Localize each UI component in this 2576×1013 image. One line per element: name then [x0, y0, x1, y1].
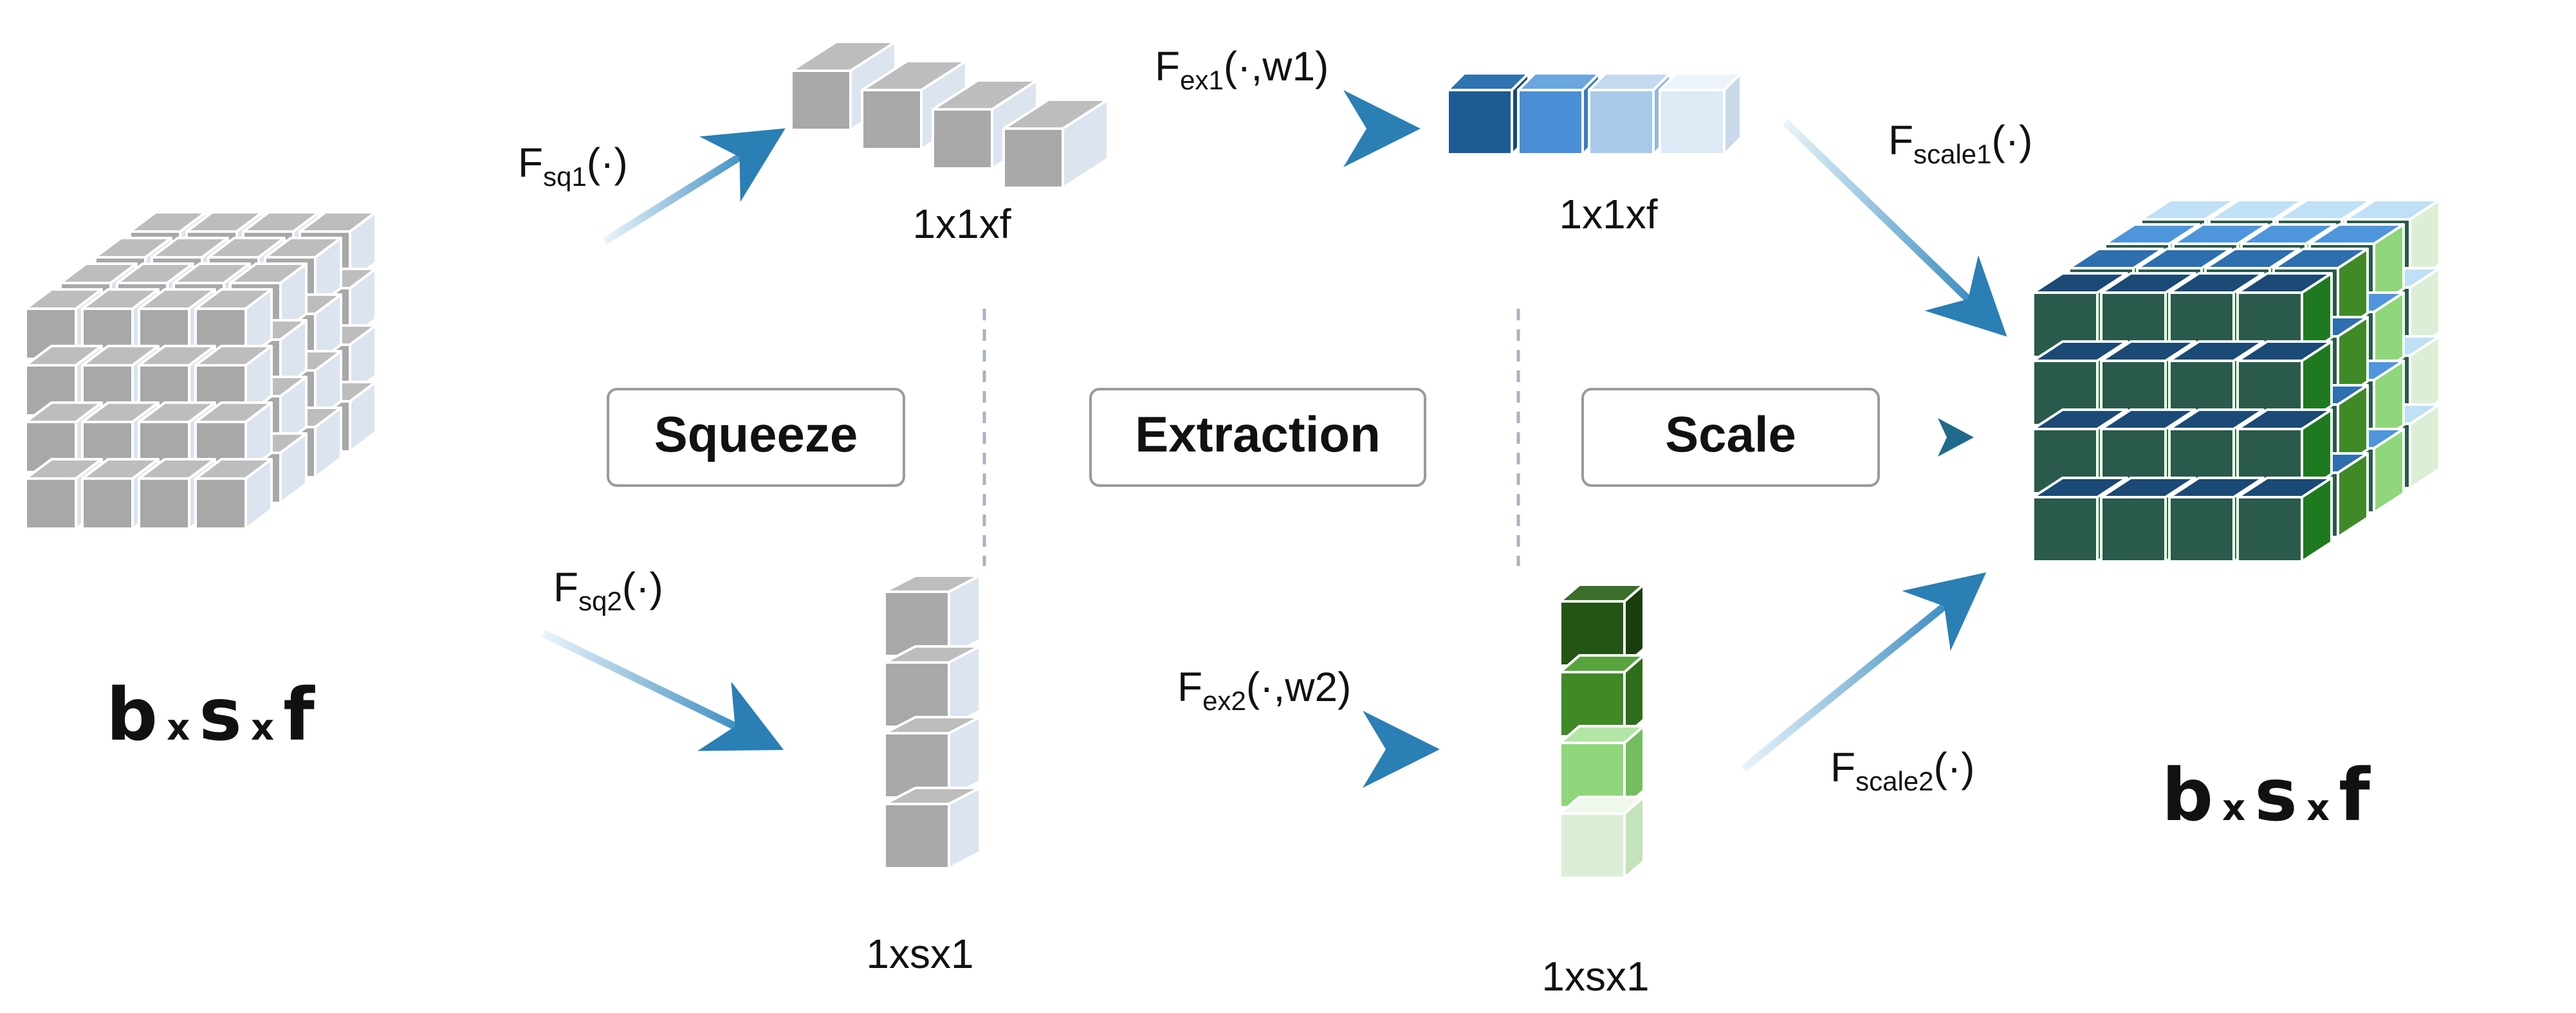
cube-front [883, 803, 950, 870]
squeeze-spatial-cell [883, 645, 981, 728]
input-cell [194, 458, 273, 530]
arrow-sq1 [602, 128, 786, 245]
excited-channel-cell [1659, 72, 1742, 156]
cube-front [2236, 496, 2303, 563]
cube-front [194, 477, 247, 530]
extraction-label: Extraction [1135, 406, 1380, 462]
squeeze-spatial-cell [883, 716, 981, 799]
cube-front [138, 477, 190, 530]
shape-extract-top: 1x1xf [1559, 191, 1658, 237]
label-fsq1: Fsq1(·) [518, 140, 628, 192]
input-cell [24, 458, 103, 530]
scale-box: Scale [1581, 388, 1880, 487]
input-feature-cube [24, 211, 377, 530]
cube-front [1446, 89, 1513, 156]
excited-channel-cell [1588, 72, 1671, 156]
cube-front [932, 108, 993, 170]
squeeze-channel-vector [790, 41, 1109, 189]
cube-front [1517, 89, 1584, 156]
excited-channel-cell [1517, 72, 1601, 156]
cube-front [1559, 812, 1626, 879]
cube-front [1002, 127, 1064, 189]
excited-channel-vector [1446, 72, 1742, 156]
excited-spatial-cell [1559, 654, 1645, 738]
excited-spatial-cell [1559, 725, 1645, 808]
shape-extract-bottom: 1xsx1 [1541, 953, 1649, 999]
shape-squeeze-top: 1x1xf [913, 201, 1011, 247]
squeeze-spatial-vector [883, 574, 981, 870]
cube-front [24, 477, 77, 530]
squeeze-spatial-cell [883, 787, 981, 870]
cube-front [81, 477, 134, 530]
excited-spatial-cell [1559, 796, 1645, 879]
cube-front [861, 89, 923, 151]
main-flow-arrowhead [1938, 418, 1974, 457]
label-fsq2: Fsq2(·) [553, 564, 663, 616]
excited-spatial-cell [1559, 583, 1645, 667]
cube-front [1588, 89, 1655, 156]
squeeze-channel-cell [1002, 98, 1109, 189]
extraction-box: Extraction [1089, 388, 1426, 487]
arrow-scale2 [1741, 572, 1987, 772]
output-cell [2236, 477, 2333, 563]
excited-spatial-vector [1559, 583, 1645, 879]
label-fscale1: Fscale1(·) [1888, 117, 2032, 169]
cube-front [1659, 89, 1725, 156]
label-fex2: Fex2(·,w2) [1177, 664, 1351, 716]
squeeze-box: Squeeze [607, 388, 905, 487]
label-fex1: Fex1(·,w1) [1155, 43, 1329, 95]
squeeze-label: Squeeze [654, 406, 858, 462]
output-feature-cube [2032, 199, 2441, 563]
arrow-scale1 [1782, 119, 2007, 337]
cube-front [2100, 496, 2167, 563]
excited-channel-cell [1446, 72, 1530, 156]
label-fscale2: Fscale2(·) [1830, 744, 1974, 796]
cube-front [2168, 496, 2235, 563]
cube-front [2032, 496, 2099, 563]
cube-front [790, 69, 852, 131]
scale-label: Scale [1665, 406, 1796, 462]
output-cell [2236, 408, 2333, 495]
squeeze-spatial-cell [883, 574, 981, 657]
shape-squeeze-bottom: 1xsx1 [866, 931, 973, 977]
arrow-sq2 [542, 630, 784, 751]
